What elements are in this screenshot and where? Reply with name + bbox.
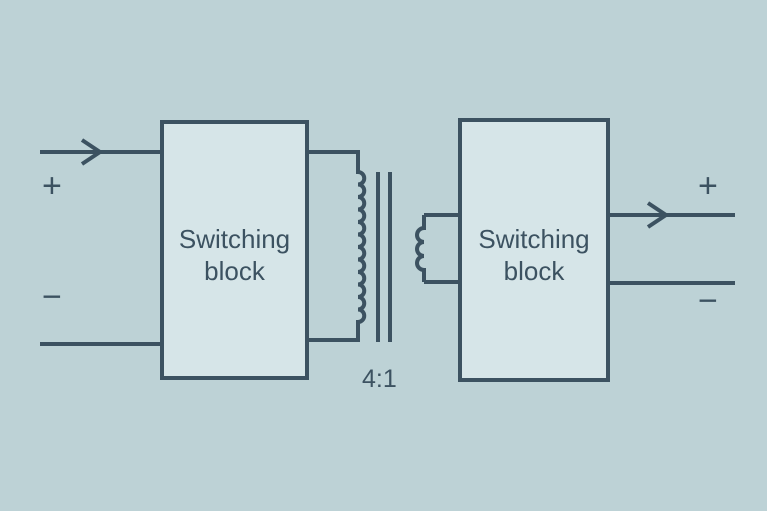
output-switching-block-label-line1: Switching [478,224,589,254]
output-current-arrow-icon [646,201,670,229]
blocks-layer: Switching block Switching block [160,118,610,382]
output-negative-sign-label: − [698,282,718,320]
output-switching-block[interactable] [458,118,610,382]
input-switching-block-label-line2: block [204,256,266,286]
labels-layer: + − + − 4:1 [42,167,718,393]
input-positive-sign-label: + [42,167,62,205]
input-negative-sign-label: − [42,278,62,316]
transformer-secondary-winding [415,215,426,282]
transformer-ratio-label: 4:1 [362,365,397,393]
input-switching-block-label-line1: Switching [179,224,290,254]
input-current-arrow-icon [80,138,104,166]
output-switching-block-label-line2: block [504,256,566,286]
transformer-primary-winding [345,150,367,342]
output-positive-sign-label: + [698,167,718,205]
wiring-layer [40,138,735,346]
input-switching-block[interactable] [160,120,309,380]
